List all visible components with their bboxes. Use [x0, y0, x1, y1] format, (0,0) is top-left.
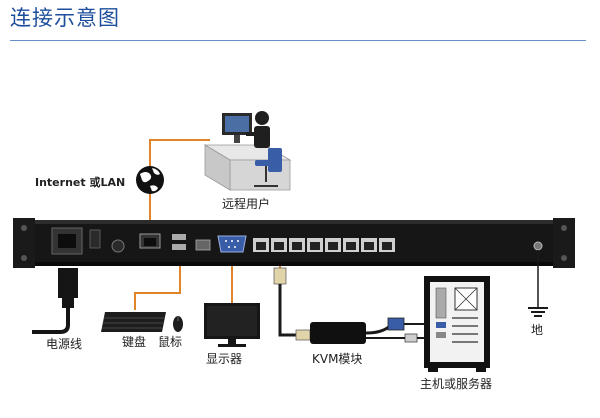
rj45-port-bank: [253, 238, 395, 252]
serial-port: [195, 239, 211, 251]
remote-user-icon: [203, 111, 292, 191]
ps2-port: [111, 239, 125, 253]
kvm-module-icon: [273, 267, 426, 344]
title-divider: [10, 40, 586, 41]
mouse-icon: [173, 316, 183, 332]
monitor-icon: [204, 303, 260, 347]
mouse-label: 鼠标: [158, 335, 182, 349]
monitor-label: 显示器: [206, 352, 242, 366]
page-title: 连接示意图: [10, 6, 120, 30]
line-internet-to-user: [149, 139, 210, 170]
ground-icon: [528, 250, 548, 317]
power-plug-icon: [32, 268, 78, 334]
kvm-module-label: KVM模块: [312, 352, 362, 366]
globe-icon: [136, 166, 164, 194]
keyboard-label: 键盘: [122, 334, 146, 349]
keyboard-icon: [101, 312, 166, 332]
server-tower-icon: [424, 276, 490, 372]
usb-ports: [172, 234, 186, 250]
line-keyboard: [134, 262, 181, 310]
power-cord-label: 电源线: [46, 337, 82, 351]
power-inlet-port: [51, 227, 101, 255]
internet-label: Internet 或LAN: [35, 175, 125, 189]
ground-screw: [533, 241, 543, 251]
host-server-label: 主机或服务器: [420, 376, 492, 391]
remote-user-label: 远程用户: [222, 196, 270, 211]
lan-port: [139, 233, 161, 249]
vga-port: [217, 235, 247, 253]
ground-label: 地: [531, 323, 543, 337]
